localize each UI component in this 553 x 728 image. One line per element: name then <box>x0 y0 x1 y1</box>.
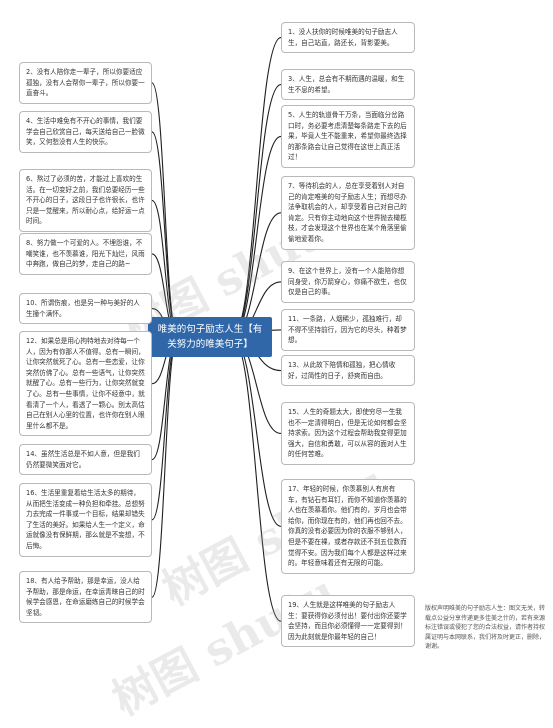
branch-node-4[interactable]: 4、生活中难免有不开心的事情，我们要学会自己欣赏自己，每天送给自己一脸微笑，又何… <box>19 111 152 153</box>
branch-node-18[interactable]: 18、有人给予帮助，那是幸运，没人给予帮助，那是命运，在幸运青睐自己的时候学会感… <box>19 571 152 624</box>
branch-node-7[interactable]: 7、等待机会的人，总在享受着别人对自己的肯定唯美的句子励志人生；而想尽办法争取机… <box>281 176 415 250</box>
branch-node-19[interactable]: 19、人生就是这样唯美的句子励志人生：要获得你必须付出！要付出你还要学会坚持，而… <box>281 595 415 648</box>
branch-node-10[interactable]: 10、所谓伤痕，也是另一种与美好的人生撞个满怀。 <box>19 293 152 325</box>
branch-node-14[interactable]: 14、虽然生活总是不如人意，但是我们仍然要微笑面对它。 <box>19 444 152 476</box>
branch-node-11[interactable]: 11、一条路，人烟稀少，孤独难行，却不得不坚持前行，因为它的尽头，种着梦想。 <box>281 309 415 351</box>
connector-n1 <box>231 37 282 338</box>
branch-node-16[interactable]: 16、生活里重复着给生活太多的期待，从而把生活变成一种负担和牵挂。总想努力去完成… <box>19 483 152 557</box>
branch-node-2[interactable]: 2、没有人陪你走一辈子，所以你要适应孤独，没有人会帮你一辈子，所以你要一直奋斗。 <box>19 62 152 104</box>
branch-node-9[interactable]: 9、在这个世界上，没有一个人能陪你想同身受，你万箭穿心，你痛不欲生，也仅仅是自己… <box>281 261 415 303</box>
connector-n5 <box>231 135 282 338</box>
branch-node-13[interactable]: 13、从此故下陪情和孤独，把心情收好，过简性的日子，舒爽而自由。 <box>281 355 415 387</box>
connector-n19 <box>231 336 282 622</box>
branch-node-6[interactable]: 6、熬过了必须的苦，才能过上喜欢的生活。在一切变好之前，我们总要经历一些不开心的… <box>19 169 152 232</box>
connector-n4 <box>151 131 179 338</box>
branch-node-1[interactable]: 1、没人扶你的时候唯美的句子励志人生，自己站直，路还长，背影要美。 <box>281 22 415 54</box>
branch-node-3[interactable]: 3、人生，总会有不期而遇的温暖，和生生不息的希望。 <box>281 69 415 101</box>
branch-node-8[interactable]: 8、努力做一个可爱的人。不埋怨谁，不嘲笑谁，也不羡慕谁，阳光下灿烂，风雨中奔跑，… <box>19 233 152 275</box>
connector-n18 <box>151 336 179 598</box>
copyright-note: 版权声明唯美的句子励志人生：图文无关，转载点公益分享传递更多佳美之什的，若有来源… <box>425 605 546 650</box>
connector-n16 <box>151 336 179 521</box>
central-topic[interactable]: 唯美的句子励志人生【有关努力的唯美句子】 <box>148 317 272 357</box>
branch-node-15[interactable]: 15、人生的奇题太大，即使穷尽一生我也不一定清得明白，但是无论如何都会坚持求索。… <box>281 402 415 465</box>
branch-node-5[interactable]: 5、人生的轨道骨干万条，当面临分岔路口时，务必要考虑清楚每条路走下去的后果，毕竟… <box>281 105 415 168</box>
branch-node-12[interactable]: 12、如果总是用心拘特地去对待每一个人，因为有你那人不值得。总有一瞬间，让你突然… <box>19 331 152 437</box>
mind-map-canvas: 树图 shutu 树图 shutu 树图 shutu 唯美的句子励志人生【有关努… <box>19 22 546 726</box>
connector-n3 <box>231 84 282 338</box>
connector-n17 <box>231 336 282 527</box>
branch-node-17[interactable]: 17、年轻的时候，你羡慕别人有房有车，有钻石有耳钉，而你不知道你羡慕的人也在羡慕… <box>281 479 415 574</box>
